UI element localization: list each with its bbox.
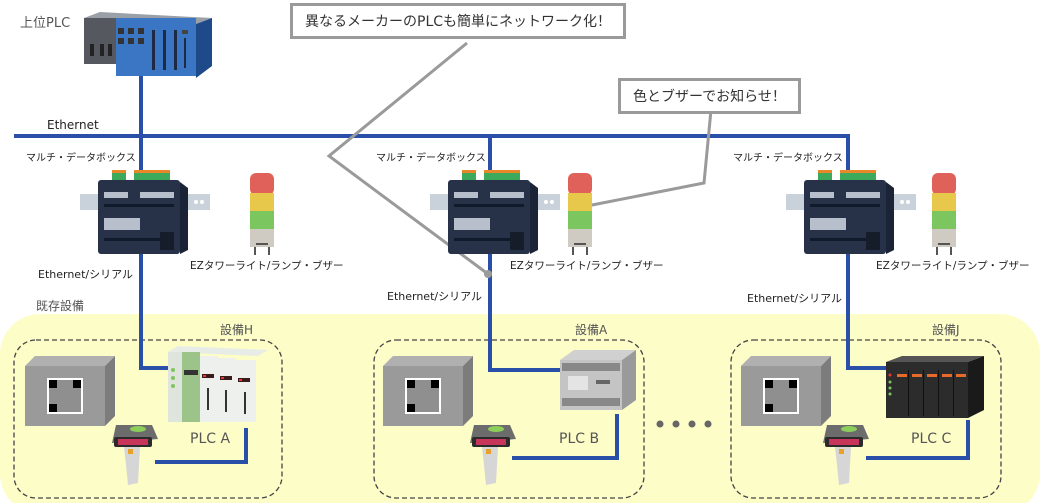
workpiece-qr-h-icon bbox=[25, 356, 115, 426]
alert-callout: 色とブザーでお知らせ！ bbox=[618, 78, 801, 114]
tower-light-h-icon bbox=[250, 173, 274, 255]
equipment-group-a bbox=[373, 339, 645, 499]
existing-equipment-label: 既存設備 bbox=[36, 299, 85, 313]
workpiece-qr-j-icon bbox=[741, 356, 831, 426]
equipment-a-label: 設備A bbox=[575, 323, 608, 337]
databox-j-label: マルチ・データボックス bbox=[733, 153, 843, 164]
tower-light-a-label: EZタワーライト/ランプ・ブザー bbox=[510, 260, 664, 272]
plc-a-icon bbox=[168, 346, 268, 422]
tower-light-h-label: EZタワーライト/ランプ・ブザー bbox=[190, 260, 344, 272]
equipment-h-label: 設備H bbox=[220, 323, 254, 337]
equipment-group-j bbox=[730, 339, 1002, 499]
more-equipment-ellipsis bbox=[656, 420, 712, 428]
top-plc-icon bbox=[84, 12, 212, 78]
tower-light-j-label: EZタワーライト/ランプ・ブザー bbox=[876, 260, 1030, 272]
link-h-label: Ethernet/シリアル bbox=[38, 268, 133, 281]
plc-c-icon bbox=[886, 356, 984, 418]
network-callout-pointer bbox=[326, 41, 489, 276]
plc-c-label: PLC C bbox=[911, 431, 952, 447]
link-a-label: Ethernet/シリアル bbox=[387, 290, 482, 303]
tower-light-a-icon bbox=[568, 173, 592, 255]
databox-h-label: マルチ・データボックス bbox=[26, 153, 136, 164]
databox-a-label: マルチ・データボックス bbox=[376, 153, 486, 164]
existing-equipment-area bbox=[0, 314, 1040, 503]
alert-callout-pointer bbox=[586, 109, 713, 208]
plc-b-icon bbox=[560, 350, 636, 410]
callout-pointers bbox=[326, 41, 713, 276]
equipment-j-label: 設備J bbox=[932, 323, 960, 337]
databox-h-icon bbox=[80, 170, 210, 254]
plc-a-label: PLC A bbox=[190, 431, 231, 447]
databox-j-icon bbox=[786, 170, 916, 254]
scanner-a-link bbox=[512, 414, 619, 460]
top-plc-label: 上位PLC bbox=[20, 16, 71, 31]
network-callout: 異なるメーカーのPLCも簡単にネットワーク化！ bbox=[290, 3, 627, 39]
workpiece-qr-a-icon bbox=[383, 356, 473, 426]
plc-b-label: PLC B bbox=[559, 431, 600, 447]
databox-a-icon bbox=[430, 170, 560, 254]
tower-light-j-icon bbox=[932, 173, 956, 255]
pointer-dot-network bbox=[484, 270, 492, 278]
scanner-j-link bbox=[866, 420, 970, 460]
equipment-group-h bbox=[13, 339, 283, 499]
ethernet-label: Ethernet bbox=[47, 118, 99, 132]
scanner-h-link bbox=[155, 428, 248, 464]
link-j-label: Ethernet/シリアル bbox=[747, 292, 842, 305]
